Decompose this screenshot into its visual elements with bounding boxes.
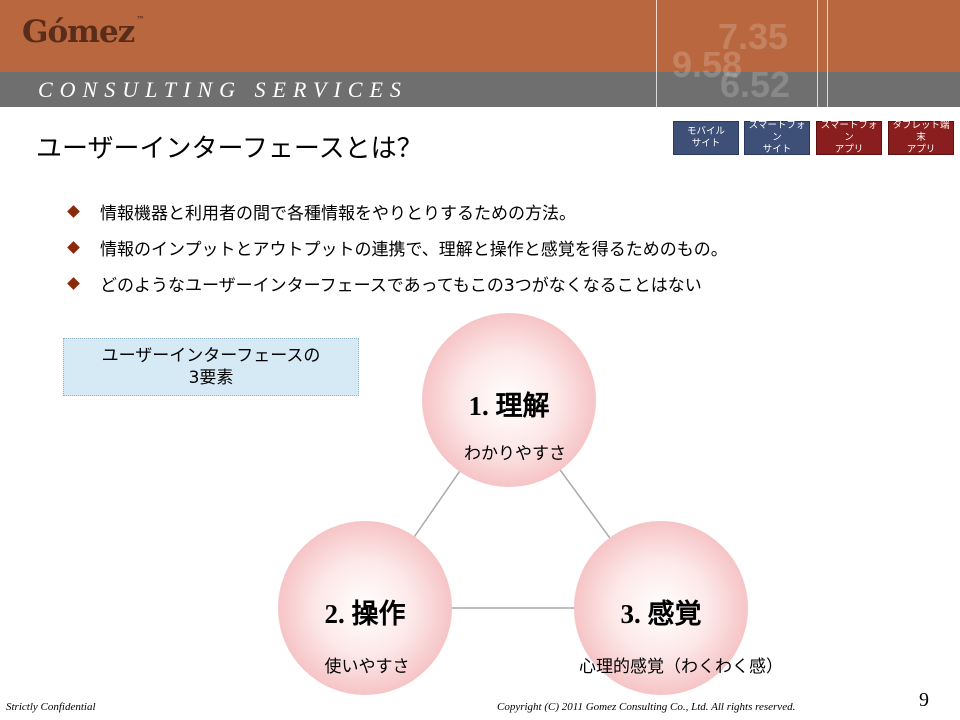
list-item: どのようなユーザーインターフェースであってもこの3つがなくなることはない [60, 265, 728, 301]
tag-tablet-app: タブレット端末アプリ [888, 120, 954, 155]
page-number: 9 [919, 689, 929, 711]
bullet-list: 情報機器と利用者の間で各種情報をやりとりするための方法。 情報のインプットとアウ… [60, 193, 728, 301]
tag-smartphone-site: スマートフォンサイト [744, 120, 810, 155]
circle-title-understanding: 1. 理解 [468, 391, 550, 421]
confidential-note: Strictly Confidential [6, 701, 96, 713]
list-item: 情報機器と利用者の間で各種情報をやりとりするための方法。 [60, 193, 728, 229]
circle-subtitle-feeling: 心理的感覚（わくわく感） [579, 657, 783, 677]
copyright-note: Copyright (C) 2011 Gomez Consulting Co.,… [497, 701, 796, 713]
tagline: CONSULTING SERVICES [38, 77, 408, 102]
circle-title-operation: 2. 操作 [324, 599, 406, 629]
circle-feeling [574, 521, 748, 695]
circle-subtitle-understanding: わかりやすさ [464, 444, 566, 464]
header-divider [827, 0, 828, 107]
three-elements-label: ユーザーインターフェースの 3要素 [63, 338, 359, 396]
list-item: 情報のインプットとアウトプットの連携で、理解と操作と感覚を得るためのもの。 [60, 229, 728, 265]
header-divider [817, 0, 818, 107]
circle-understanding [422, 313, 596, 487]
deco-number: 6.52 [720, 64, 791, 105]
page-title: ユーザーインターフェースとは？ [36, 134, 423, 164]
circle-title-feeling: 3. 感覚 [620, 599, 702, 629]
deco-number: 7.35 [718, 16, 789, 57]
tag-mobile-site: モバイルサイト [673, 121, 739, 155]
circle-operation [278, 521, 452, 695]
circle-subtitle-operation: 使いやすさ [324, 657, 410, 677]
header-divider [656, 0, 657, 107]
header-band [0, 72, 960, 107]
tag-smartphone-app: スマートフォンアプリ [816, 120, 882, 155]
deco-number: 9.58 [672, 44, 743, 85]
